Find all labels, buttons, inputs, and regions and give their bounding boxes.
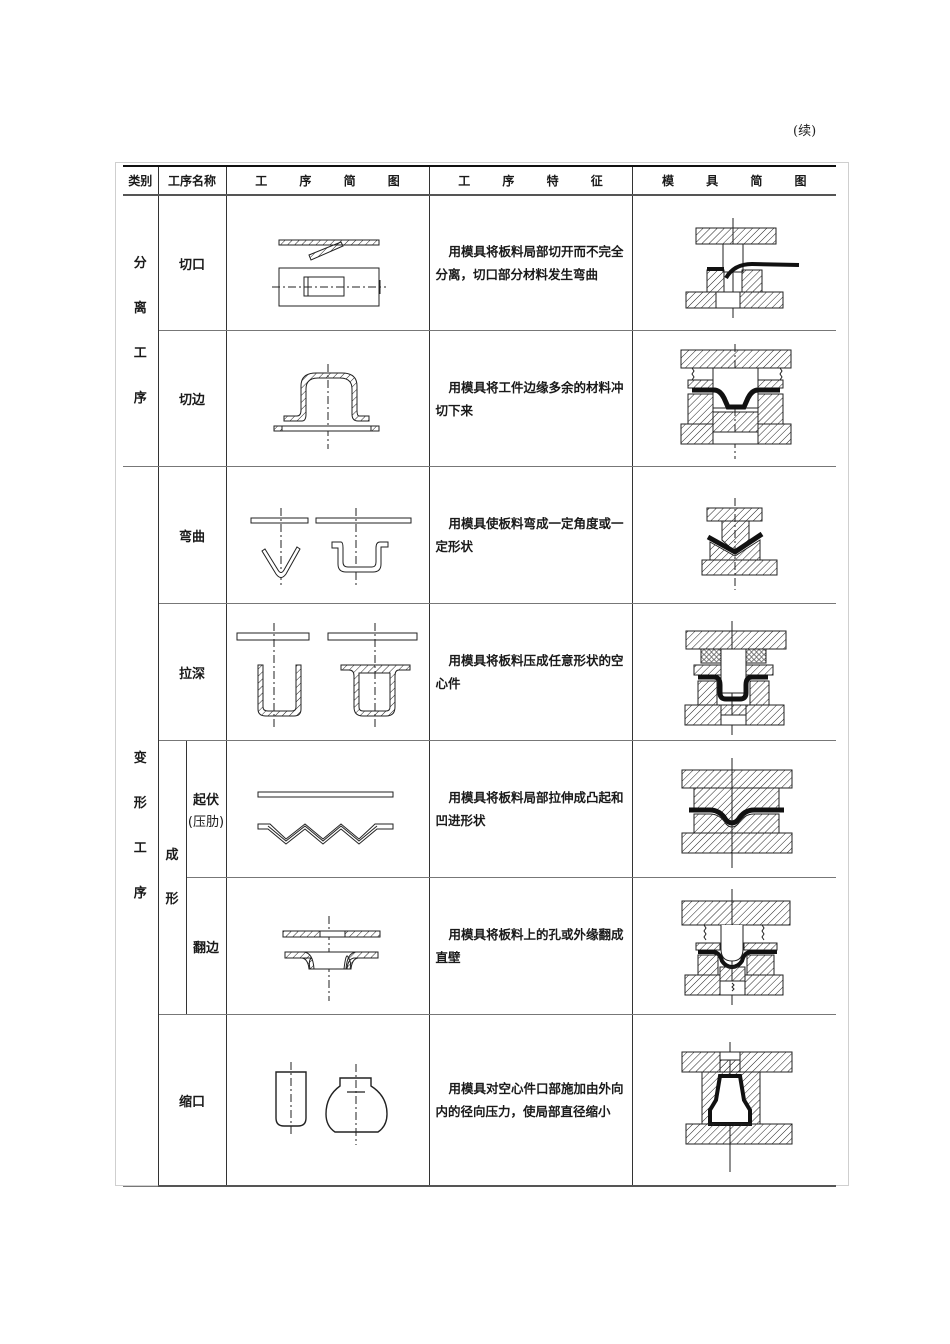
process-name: 切边: [157, 330, 227, 467]
table-row: 变 形 工 序 弯曲 用模具使板料弯成一定角度或一定形状: [123, 466, 837, 1187]
header-process-sketch: 工 序 简 图: [225, 165, 430, 196]
table-row: 翻边 用模具将板料上的孔或外缘翻成直壁: [123, 877, 837, 1015]
process-name: 缩口: [157, 1014, 227, 1187]
process-feature: 用模具对空心件口部施加由外向内的径向压力，使局部直径缩小: [428, 1014, 633, 1187]
necking-die-sketch-icon: [631, 1014, 837, 1187]
stamping-process-table: 类别 工序名称 工 序 简 图 工 序 特 征 模 具 简 图 分 离 工 序 …: [123, 165, 837, 1187]
process-feature: 用模具将板料上的孔或外缘翻成直壁: [428, 877, 633, 1015]
process-name: 起伏 (压肋): [185, 740, 227, 878]
trimming-die-sketch-icon: [631, 330, 837, 467]
embossing-part-sketch-icon: [225, 740, 430, 878]
process-feature: 用模具将板料压成任意形状的空心件: [428, 603, 633, 741]
process-name: 弯曲: [157, 466, 227, 604]
table-row: 拉深 用模具将板料压成任意形状的空心件: [123, 603, 837, 741]
process-feature: 用模具将工件边缘多余的材料冲切下来: [428, 330, 633, 467]
header-die-sketch: 模 具 简 图: [631, 165, 837, 196]
header-row: 类别 工序名称 工 序 简 图 工 序 特 征 模 具 简 图: [123, 165, 837, 196]
process-feature: 用模具将板料局部拉伸成凸起和凹进形状: [428, 740, 633, 878]
necking-part-sketch-icon: [225, 1014, 430, 1187]
process-name: 切口: [157, 194, 227, 331]
table-row: 缩口 用模具对空心件口部施加由外向内的径向压力，使局部直径缩小: [123, 1014, 837, 1187]
category-deformation: 变 形 工 序: [123, 466, 159, 1187]
header-process-feature: 工 序 特 征: [428, 165, 633, 196]
header-process-name: 工序名称: [157, 165, 227, 196]
process-feature: 用模具将板料局部切开而不完全分离，切口部分材料发生弯曲: [428, 194, 633, 331]
table-row: 分 离 工 序 切口 用模具将板料局部切开而不完全分离，切口部分材料发生弯曲: [123, 194, 837, 467]
lancing-die-sketch-icon: [631, 194, 837, 331]
flanging-part-sketch-icon: [225, 877, 430, 1015]
bending-die-sketch-icon: [631, 466, 837, 604]
category-separation: 分 离 工 序: [123, 194, 159, 467]
lancing-part-sketch-icon: [225, 194, 430, 331]
continued-label: (续): [793, 124, 817, 139]
deep-drawing-part-sketch-icon: [225, 603, 430, 741]
embossing-die-sketch-icon: [631, 740, 837, 878]
flanging-die-sketch-icon: [631, 877, 837, 1015]
deep-drawing-die-sketch-icon: [631, 603, 837, 741]
process-feature: 用模具使板料弯成一定角度或一定形状: [428, 466, 633, 604]
table-row: 成 形 起伏 (压肋) 用模具将板料局部拉伸成凸起和凹进形状: [123, 740, 837, 1015]
subcategory-forming: 成 形: [157, 740, 187, 1015]
process-name: 翻边: [185, 877, 227, 1015]
trimming-part-sketch-icon: [225, 330, 430, 467]
bending-part-sketch-icon: [225, 466, 430, 604]
process-name: 拉深: [157, 603, 227, 741]
header-category: 类别: [123, 165, 159, 196]
table-row: 切边 用模具将工件边缘多余的材料冲切下来: [123, 330, 837, 467]
